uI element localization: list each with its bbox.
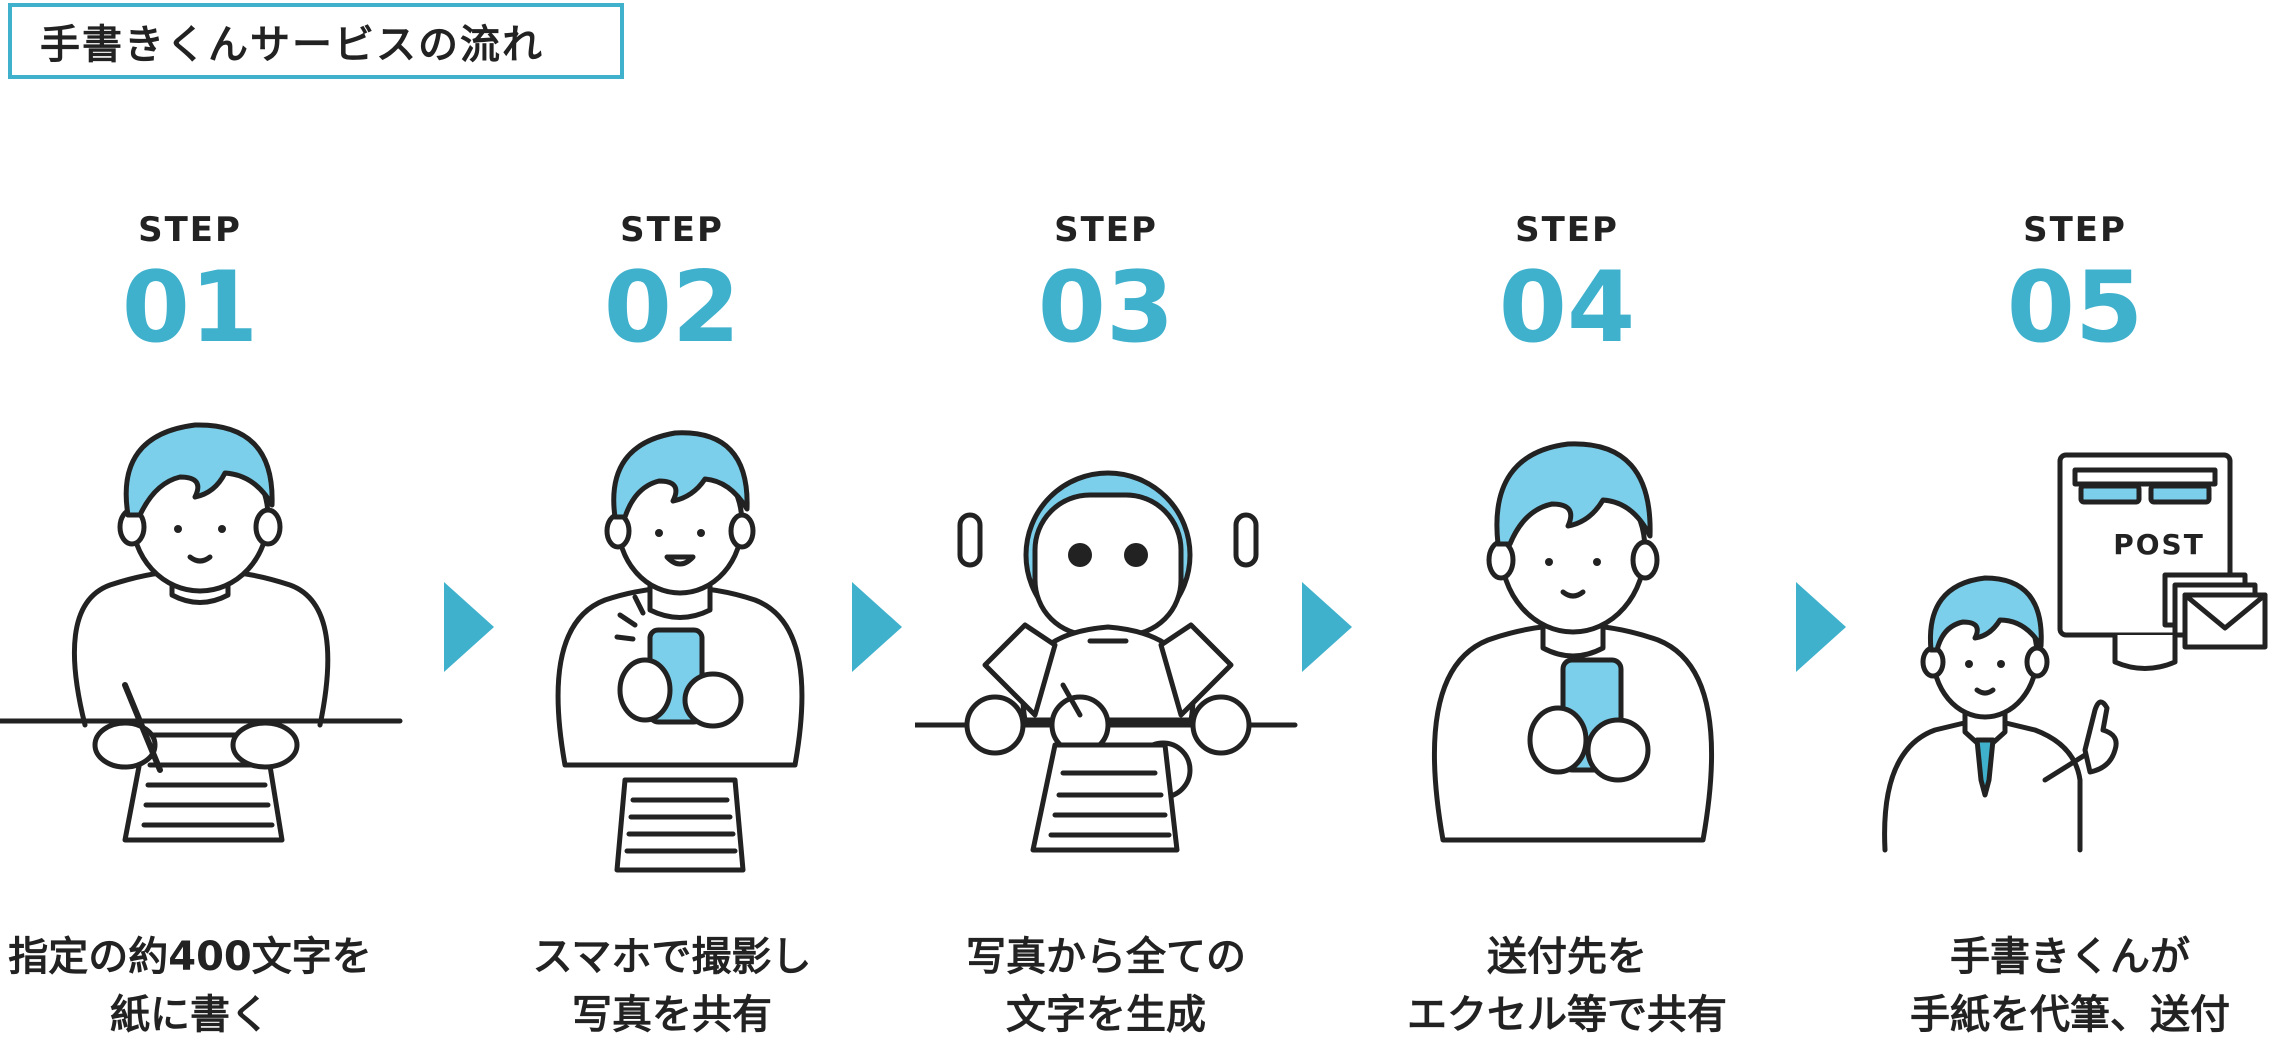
step-4-caption-line2: エクセル等で共有 bbox=[1407, 992, 1727, 1038]
step-4-caption: 送付先を エクセル等で共有 bbox=[1347, 928, 1787, 1044]
step-1-caption-line1: 指定の約400文字を bbox=[8, 934, 372, 980]
step-2-label: STEP bbox=[620, 210, 724, 250]
arrow-right-icon bbox=[1302, 582, 1352, 672]
arrow-right-icon bbox=[852, 582, 902, 672]
page-title: 手書きくんサービスの流れ bbox=[8, 3, 624, 79]
step-4-label: STEP bbox=[1515, 210, 1619, 250]
step-1-caption: 指定の約400文字を 紙に書く bbox=[0, 928, 410, 1044]
step-2-caption: スマホで撮影し 写真を共有 bbox=[452, 928, 892, 1044]
step-3-header: STEP 03 bbox=[896, 210, 1316, 360]
step-5-header: STEP 05 bbox=[1865, 210, 2285, 360]
step-4-caption-line1: 送付先を bbox=[1487, 934, 1647, 980]
step-2-number: 02 bbox=[603, 251, 741, 365]
arrow-right-icon bbox=[444, 582, 494, 672]
person-writing-illustration bbox=[0, 422, 403, 843]
person-holding-phone-illustration bbox=[1432, 441, 1714, 843]
step-1-header: STEP 01 bbox=[0, 210, 400, 360]
step-3-label: STEP bbox=[1054, 210, 1158, 250]
step-5-number: 05 bbox=[2006, 251, 2144, 365]
step-2-caption-line1: スマホで撮影し bbox=[532, 934, 812, 980]
person-with-phone-illustration bbox=[555, 430, 805, 873]
step-4-header: STEP 04 bbox=[1357, 210, 1777, 360]
robot-writing-illustration bbox=[915, 470, 1298, 853]
step-5-caption: 手書きくんが 手紙を代筆、送付 bbox=[1850, 928, 2287, 1044]
step-5-label: STEP bbox=[2023, 210, 2127, 250]
step-3-caption-line1: 写真から全ての bbox=[966, 934, 1246, 980]
businessman-post-illustration bbox=[1882, 452, 2268, 853]
step-1-label: STEP bbox=[138, 210, 242, 250]
step-5-caption-line1: 手書きくんが bbox=[1950, 934, 2190, 980]
step-1-caption-line2: 紙に書く bbox=[110, 992, 270, 1038]
step-3-caption: 写真から全ての 文字を生成 bbox=[886, 928, 1326, 1044]
arrow-right-icon bbox=[1796, 582, 1846, 672]
step-3-caption-line2: 文字を生成 bbox=[1006, 992, 1206, 1038]
post-label: POST bbox=[2113, 528, 2205, 561]
step-2-header: STEP 02 bbox=[462, 210, 882, 360]
step-1-number: 01 bbox=[121, 251, 259, 365]
step-4-number: 04 bbox=[1498, 251, 1636, 365]
step-3-number: 03 bbox=[1037, 251, 1175, 365]
step-2-caption-line2: 写真を共有 bbox=[572, 992, 772, 1038]
step-5-caption-line2: 手紙を代筆、送付 bbox=[1910, 992, 2230, 1038]
